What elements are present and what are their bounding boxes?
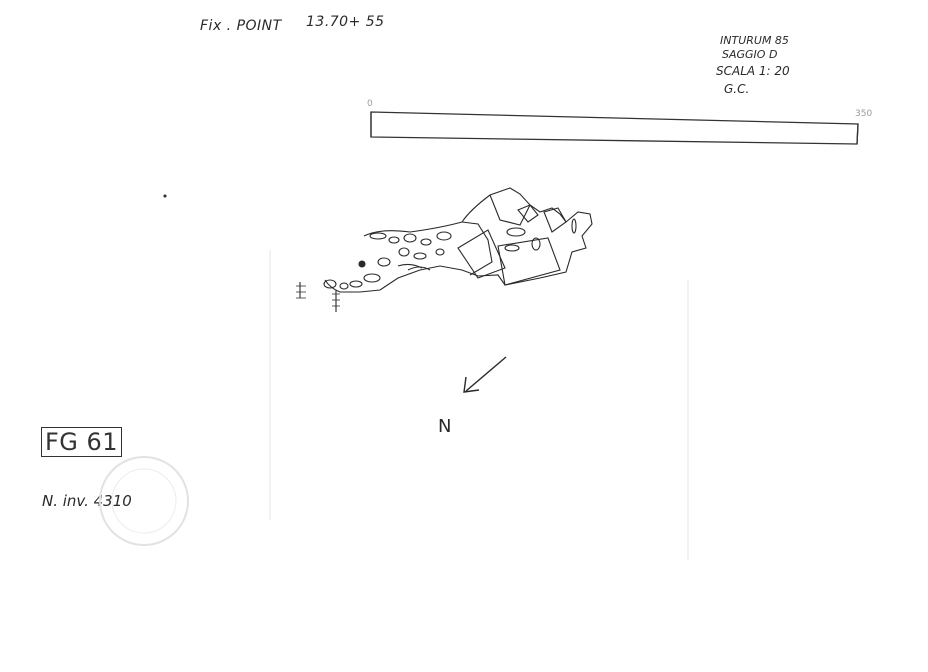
north-label: N [438, 416, 452, 437]
metadata-site: INTURUM 85 [720, 34, 789, 47]
inventory-number: N. inv. 4310 [42, 492, 132, 510]
drawing-metadata: INTURUM 85 SAGGIO D SCALA 1: 20 G.C. [716, 34, 840, 98]
fix-point-label: Fix . POINT [200, 18, 282, 34]
paper-fold-lines [269, 250, 689, 560]
metadata-author: G.C. [724, 82, 750, 96]
archive-stamp-icon [99, 456, 189, 546]
scale-bar-start: 0 [367, 99, 373, 109]
metadata-scale: SCALA 1: 20 [716, 64, 790, 78]
excavation-plan [163, 187, 593, 312]
sheet-code-box: FG 61 [41, 427, 123, 457]
scale-bar [370, 111, 859, 145]
scale-bar-end: 350 [855, 109, 873, 119]
north-arrow-icon [463, 356, 507, 393]
fix-point-value: 13.70+ 55 [306, 14, 385, 30]
metadata-trench: SAGGIO D [722, 48, 778, 61]
